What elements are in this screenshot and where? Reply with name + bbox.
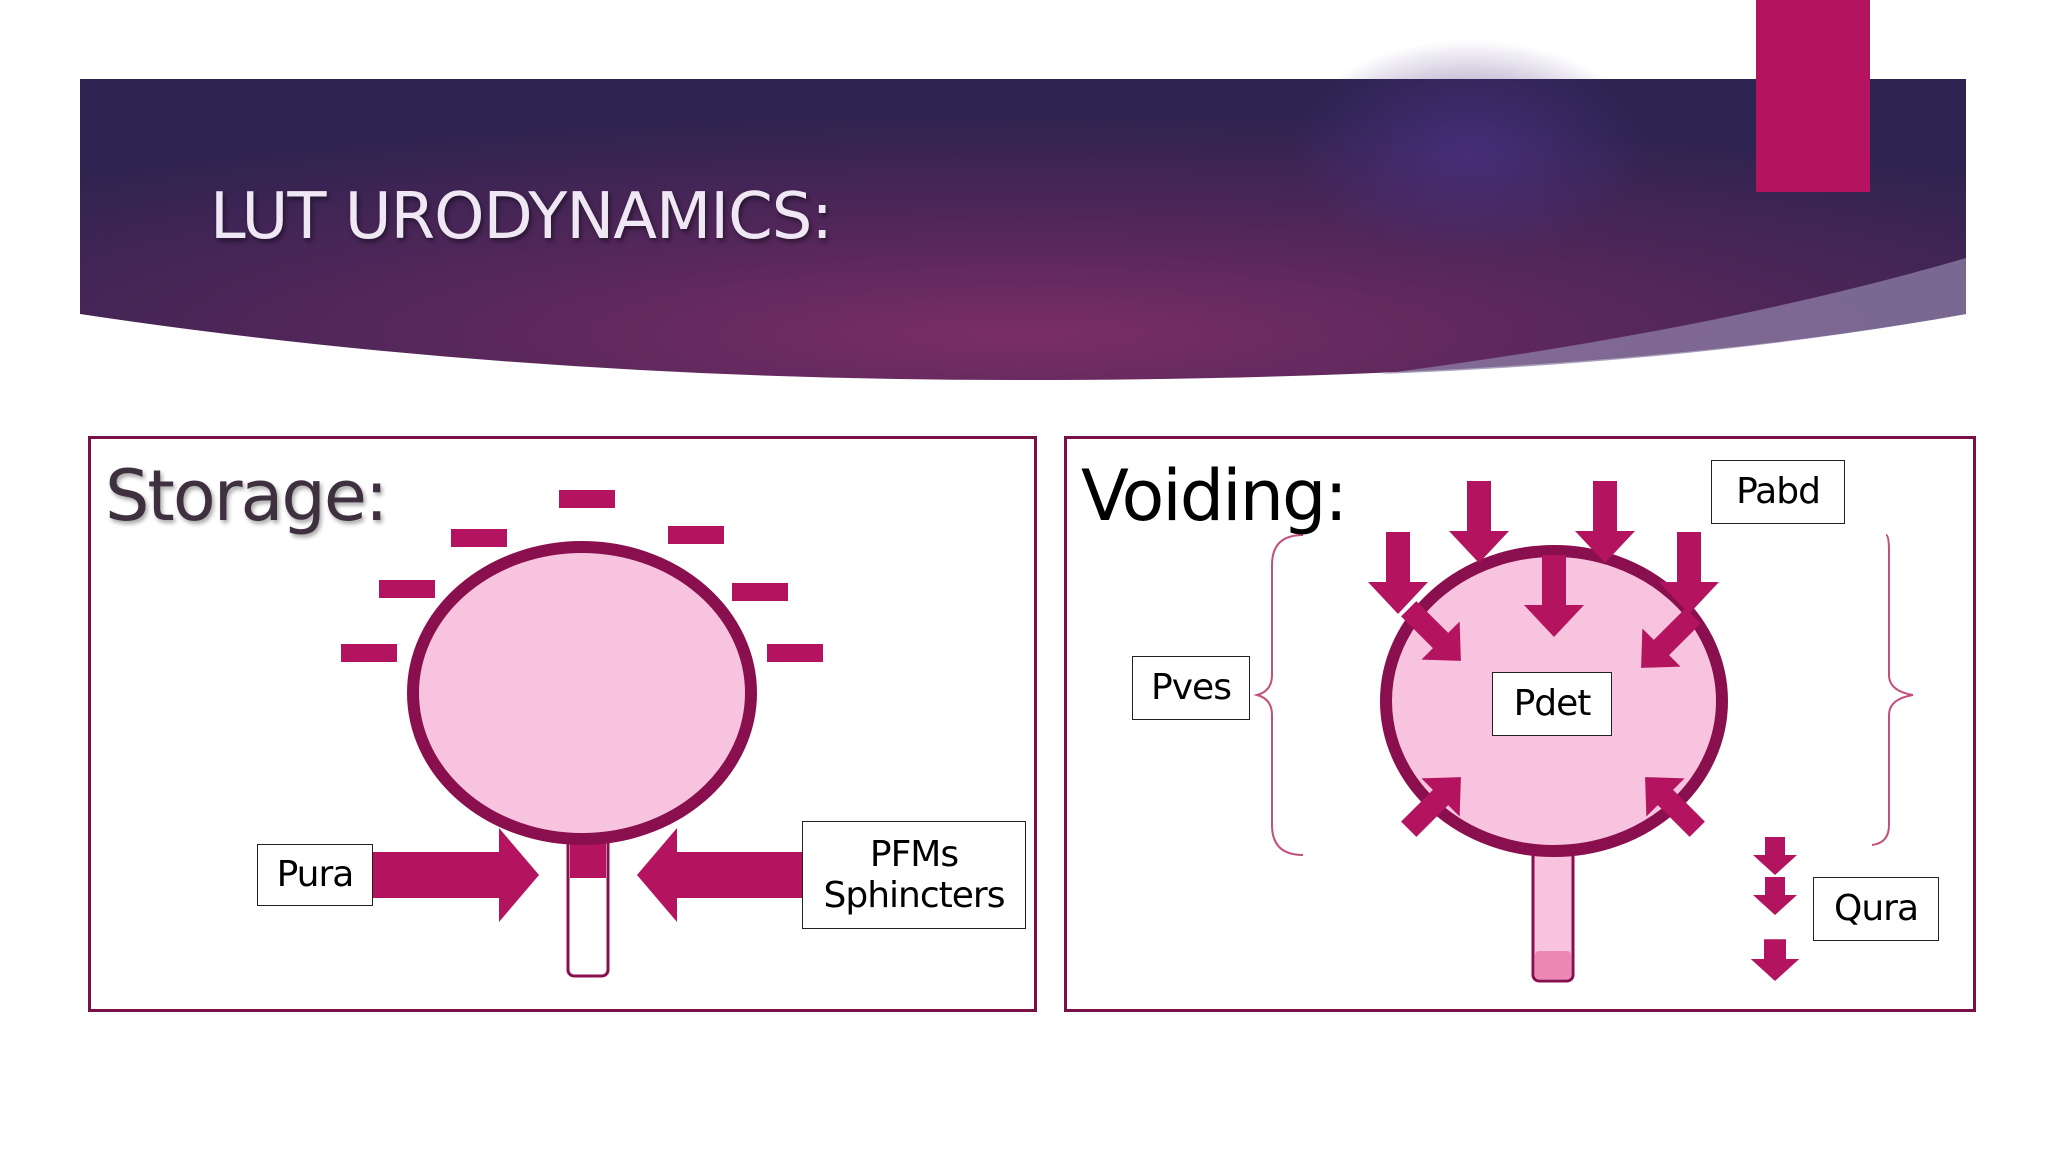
pressure-dash (559, 490, 615, 508)
pfms-sphincters-label: PFMs Sphincters (802, 821, 1026, 929)
title-banner (80, 40, 1966, 380)
pves-brace (1253, 534, 1304, 856)
storage-diagram (341, 490, 823, 978)
abdominal-pressure-arrow-icon (1368, 532, 1428, 614)
pressure-dash (668, 526, 724, 544)
arrow-right-icon (373, 828, 539, 922)
arrow-left-icon (637, 828, 803, 922)
flow-arrow-icon (1750, 939, 1800, 981)
pabd-brace (1871, 534, 1914, 846)
qura-label: Qura (1813, 877, 1939, 941)
storage-title: Storage: (105, 455, 388, 537)
abdominal-pressure-arrow-icon (1449, 481, 1509, 563)
pura-label: Pura (257, 844, 373, 906)
pressure-dash (451, 529, 507, 547)
accent-bar (1756, 0, 1870, 192)
voiding-title: Voiding: (1081, 455, 1348, 537)
voiding-panel: Voiding: Pabd Pves Pdet Qura (1064, 436, 1976, 1012)
urine-flow (1535, 951, 1571, 979)
pfms-label-line: PFMs (869, 833, 959, 875)
flow-arrow-icon (1753, 837, 1797, 875)
bladder (407, 541, 757, 845)
pves-label: Pves (1132, 656, 1250, 720)
sphincters-label-line: Sphincters (823, 875, 1006, 916)
pdet-label: Pdet (1492, 672, 1612, 736)
storage-panel: Storage: Pura PFMs Sphincters (88, 436, 1037, 1012)
pabd-label: Pabd (1711, 460, 1845, 524)
slide-title: LUT URODYNAMICS: (210, 180, 833, 254)
pressure-dash (732, 583, 788, 601)
flow-arrow-icon (1753, 877, 1797, 915)
pressure-dashes (341, 490, 823, 662)
pressure-dash (767, 644, 823, 662)
pressure-dash (379, 580, 435, 598)
pressure-dash (341, 644, 397, 662)
